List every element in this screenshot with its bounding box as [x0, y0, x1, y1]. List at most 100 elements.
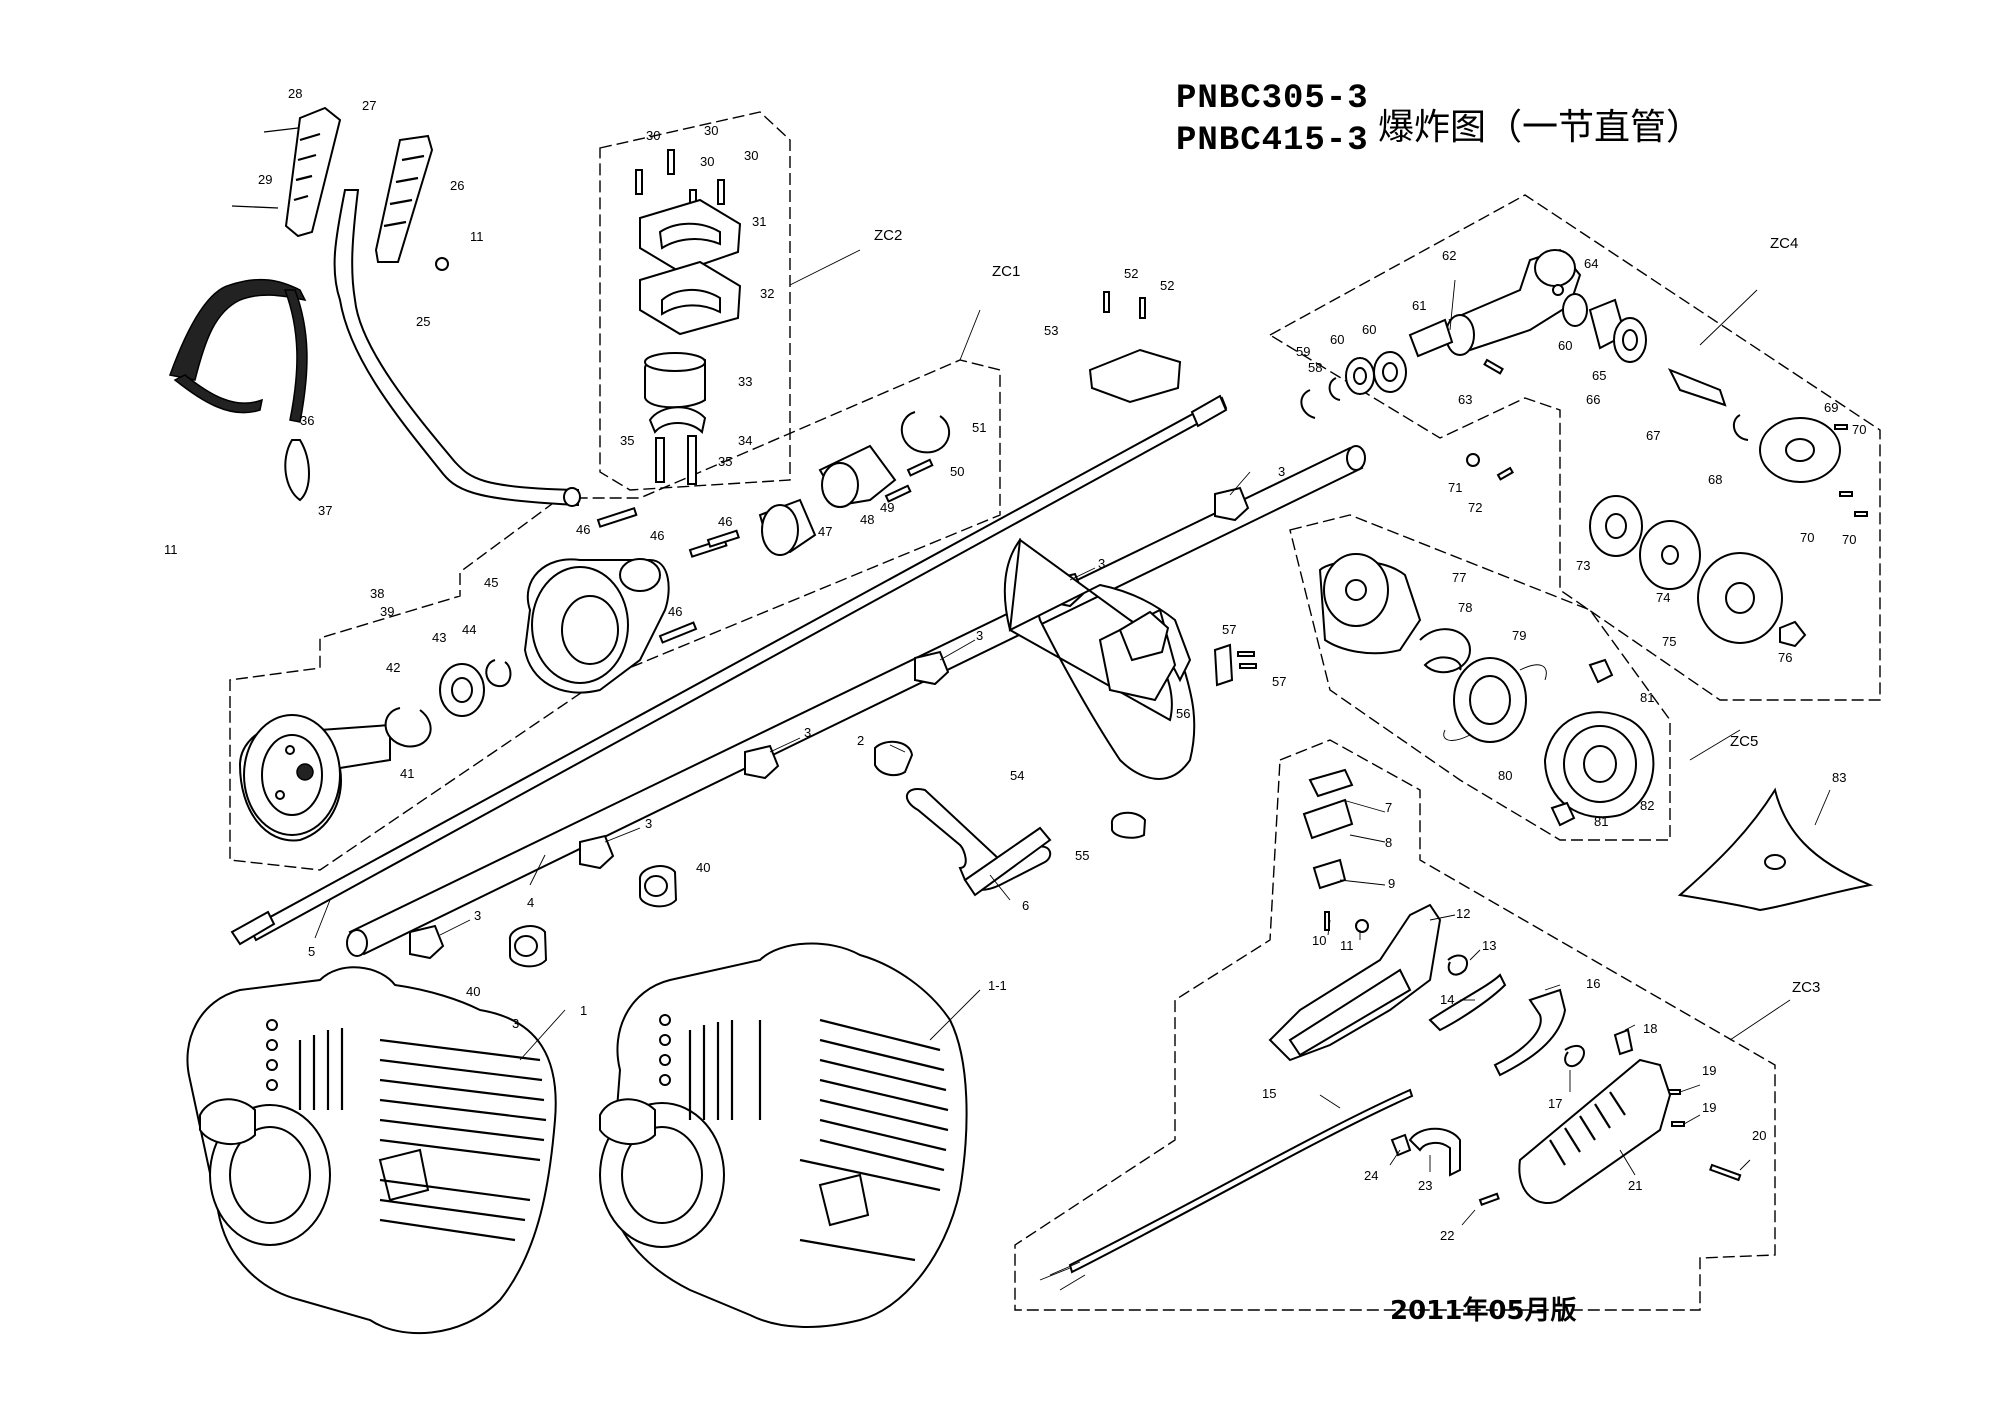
callout-7: 7: [1385, 800, 1392, 815]
cable-15: [1068, 1088, 1414, 1274]
callout-57b: 57: [1272, 674, 1286, 689]
callout-44: 44: [462, 622, 476, 637]
callout-62: 62: [1442, 248, 1456, 263]
callout-75: 75: [1662, 634, 1676, 649]
callout-20: 20: [1752, 1128, 1766, 1143]
snap-ring-51: [900, 411, 951, 454]
bolt-46d: [658, 621, 698, 644]
callout-29: 29: [258, 172, 272, 187]
callout-57a: 57: [1222, 622, 1236, 637]
callout-76: 76: [1778, 650, 1792, 665]
callout-5: 5: [308, 944, 315, 959]
nut-24: [1390, 1133, 1412, 1157]
callout-3e: 3: [645, 816, 652, 831]
washer-64: [1552, 284, 1564, 296]
zc1-boundary: [229, 359, 1001, 871]
callout-39: 39: [380, 604, 394, 619]
callout-34: 34: [738, 433, 752, 448]
callout-58: 58: [1308, 360, 1322, 375]
group-boundaries: [229, 111, 1881, 1311]
clamp-23: [1408, 1127, 1461, 1177]
callout-labels: 1 1-1 2 3 3 3 3 3 3 3 4 5 6 7 8 9 10 11 …: [164, 86, 1866, 1243]
screw-57a: [1237, 651, 1255, 657]
callout-42: 42: [386, 660, 400, 675]
callout-64: 64: [1584, 256, 1598, 271]
callout-46b: 46: [650, 528, 664, 543]
callout-83: 83: [1832, 770, 1846, 785]
bolt-46c: [706, 529, 740, 548]
callout-26: 26: [450, 178, 464, 193]
strap-hook: [284, 439, 310, 502]
callout-10: 10: [1312, 933, 1326, 948]
callout-43: 43: [432, 630, 446, 645]
callout-8: 8: [1385, 835, 1392, 850]
handle-grip-21: [1518, 1058, 1672, 1205]
lever-16: [1493, 988, 1567, 1077]
callout-36: 36: [300, 413, 314, 428]
zc5-boundary: [1289, 514, 1671, 841]
throttle-part-7: [1308, 768, 1354, 798]
screw-22: [1478, 1192, 1500, 1206]
screw-10: [1324, 911, 1330, 931]
callout-61: 61: [1412, 298, 1426, 313]
edition-label: 2011年05月版: [1390, 1296, 1577, 1326]
tube-end-right: [1346, 445, 1366, 471]
engine-1-1: [599, 942, 968, 1328]
snap-ring-58: [1300, 389, 1316, 419]
callout-14: 14: [1440, 992, 1454, 1007]
screw-70b: [1839, 491, 1853, 497]
callout-35a: 35: [620, 433, 634, 448]
handle-housing-12: [1268, 903, 1442, 1062]
model-title-1: PNBC305-3: [1176, 80, 1369, 118]
callout-25: 25: [416, 314, 430, 329]
callout-31: 31: [752, 214, 766, 229]
nut-76: [1779, 620, 1807, 648]
model-title-2: PNBC415-3: [1176, 122, 1369, 160]
callout-18: 18: [1643, 1021, 1657, 1036]
callout-21: 21: [1628, 1178, 1642, 1193]
callout-9: 9: [1388, 876, 1395, 891]
callout-77: 77: [1452, 570, 1466, 585]
spring-13: [1447, 954, 1468, 976]
handle-bar-tube: [333, 189, 579, 507]
callout-70a: 70: [1852, 422, 1866, 437]
zc4-gearhead-parts: [1300, 248, 1868, 648]
callout-65: 65: [1592, 368, 1606, 383]
callout-49: 49: [880, 500, 894, 515]
handle-bar-assembly: [231, 106, 581, 507]
bearing-60c: [1562, 293, 1588, 327]
lever-14: [1428, 973, 1507, 1032]
callout-30a: 30: [646, 128, 660, 143]
callout-70c: 70: [1842, 532, 1856, 547]
strap-belt: [168, 278, 307, 381]
callout-82: 82: [1640, 798, 1654, 813]
callout-69: 69: [1824, 400, 1838, 415]
callout-11a: 11: [1340, 938, 1354, 953]
callout-11c: 11: [164, 542, 178, 557]
callout-3a: 3: [1278, 464, 1285, 479]
callout-13: 13: [1482, 938, 1496, 953]
zc1-clutch-parts: [238, 411, 951, 842]
callout-35b: 35: [718, 454, 732, 469]
callout-30d: 30: [744, 148, 758, 163]
callout-59: 59: [1296, 344, 1310, 359]
eyelet-81b: [1550, 801, 1576, 827]
zc3-boundary: [1014, 739, 1776, 1311]
callout-30c: 30: [700, 154, 714, 169]
part-18: [1613, 1028, 1634, 1056]
diagram-subtitle: 爆炸图（一节直管）: [1378, 107, 1703, 148]
callout-33: 33: [738, 374, 752, 389]
blade-83: [1677, 787, 1874, 912]
spring-78: [1419, 628, 1472, 674]
callout-3b: 3: [1098, 556, 1105, 571]
callout-16: 16: [1586, 976, 1600, 991]
callout-47: 47: [818, 524, 832, 539]
pinion-61: [1408, 318, 1454, 358]
damper-3c: [914, 650, 950, 686]
zc3-throttle-handle: [1039, 768, 1742, 1291]
callout-1-1: 1-1: [988, 978, 1007, 993]
handle-grip-left: [284, 106, 342, 238]
callout-52a: 52: [1124, 266, 1138, 281]
plate-56: [1213, 643, 1234, 687]
callout-63: 63: [1458, 392, 1472, 407]
